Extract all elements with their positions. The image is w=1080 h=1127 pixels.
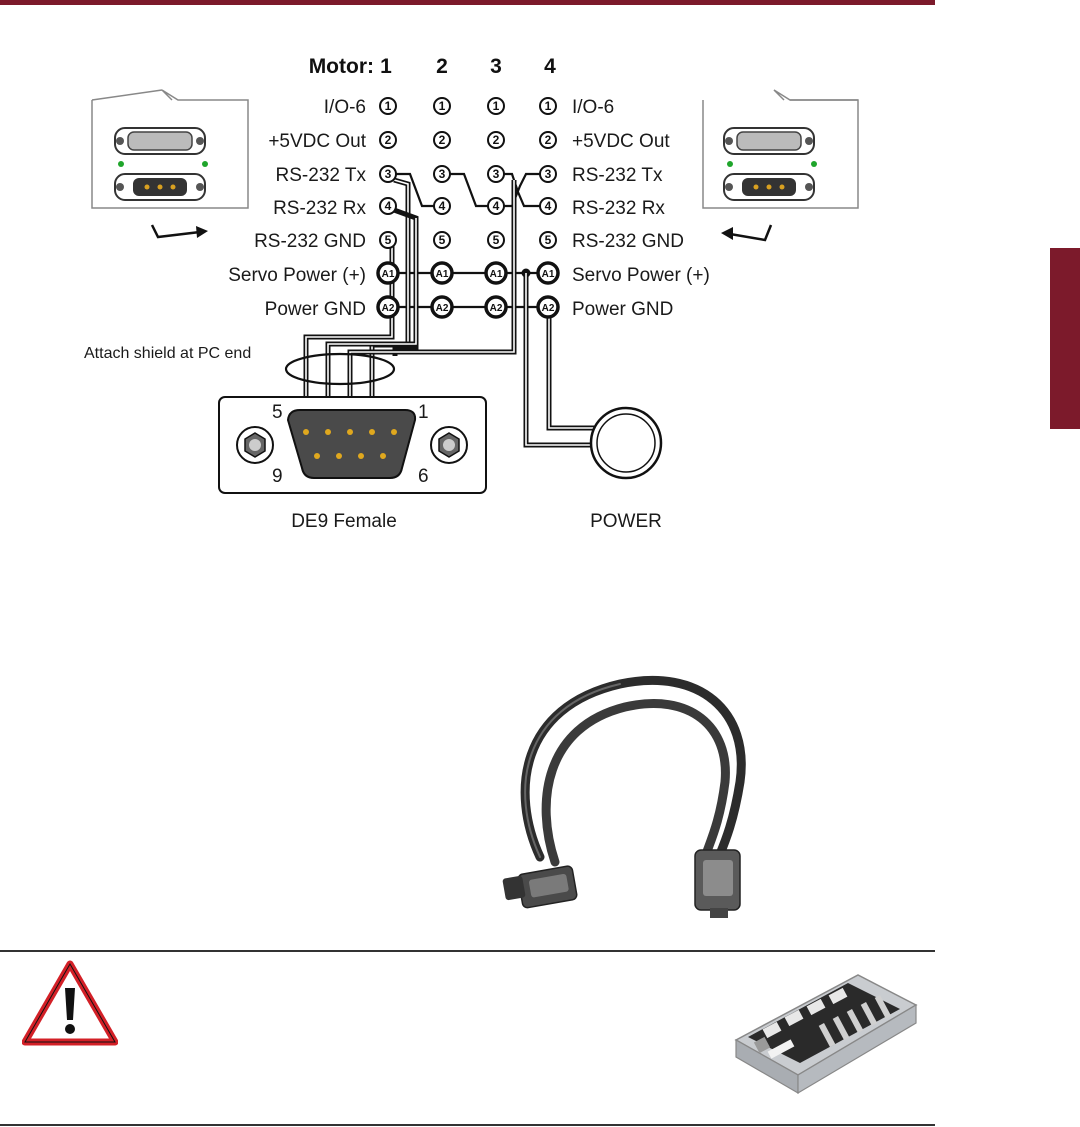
de9-female-connector: 5 1 9 6 [218, 396, 487, 494]
de9-pin-label-5: 5 [272, 402, 283, 423]
right-label-tx: RS-232 Tx [572, 165, 663, 186]
svg-text:2: 2 [439, 133, 446, 147]
svg-text:2: 2 [493, 133, 500, 147]
left-label-5vdc: +5VDC Out [268, 131, 366, 152]
svg-text:1: 1 [385, 99, 392, 113]
chapter-side-tab [1050, 248, 1080, 429]
svg-text:A1: A1 [436, 269, 449, 280]
svg-text:A2: A2 [542, 303, 555, 314]
de9-pin-label-6: 6 [418, 466, 429, 487]
pin-column-motor-4: 1 2 3 4 5 A1 A2 [536, 97, 560, 319]
interface-board-photo [734, 974, 918, 1095]
svg-text:2: 2 [545, 133, 552, 147]
left-label-io6: I/O-6 [324, 97, 366, 118]
svg-text:2: 2 [385, 133, 392, 147]
motor-number-1: 1 [380, 55, 392, 78]
svg-text:1: 1 [493, 99, 500, 113]
svg-text:1: 1 [439, 99, 446, 113]
right-label-rx: RS-232 Rx [572, 198, 665, 219]
svg-text:3: 3 [439, 167, 446, 181]
svg-text:4: 4 [439, 199, 446, 213]
svg-text:4: 4 [493, 199, 500, 213]
section-divider-top [0, 950, 935, 952]
svg-text:5: 5 [493, 233, 500, 247]
warning-triangle-icon [22, 960, 118, 1046]
pin-column-motor-2: 1 2 3 4 5 A1 A2 [430, 97, 454, 319]
motor-number-3: 3 [490, 55, 502, 78]
svg-text:3: 3 [545, 167, 552, 181]
left-label-tx: RS-232 Tx [276, 165, 367, 186]
svg-text:3: 3 [493, 167, 500, 181]
motor-number-2: 2 [436, 55, 448, 78]
wiring-diagram: Motor: 1 2 3 4 I/O-6 +5VDC Out RS-232 Tx… [84, 55, 859, 532]
svg-text:A2: A2 [382, 303, 395, 314]
right-label-5vdc: +5VDC Out [572, 131, 670, 152]
de9-caption: DE9 Female [291, 511, 397, 532]
right-label-gnd: RS-232 GND [572, 231, 684, 252]
cable-shield-ellipse [284, 352, 396, 386]
svg-text:4: 4 [545, 199, 552, 213]
power-wires [523, 273, 594, 448]
svg-text:A2: A2 [490, 303, 503, 314]
power-caption: POWER [590, 511, 662, 532]
motor-header-label: Motor: [309, 55, 374, 78]
left-label-gnd: RS-232 GND [254, 231, 366, 252]
power-connector [589, 406, 663, 480]
motor-number-4: 4 [544, 55, 556, 78]
shield-note: Attach shield at PC end [84, 345, 251, 362]
svg-text:5: 5 [385, 233, 392, 247]
svg-text:5: 5 [439, 233, 446, 247]
svg-text:A1: A1 [542, 269, 555, 280]
left-label-rx: RS-232 Rx [273, 198, 366, 219]
svg-text:5: 5 [545, 233, 552, 247]
svg-text:1: 1 [545, 99, 552, 113]
pin-column-motor-1: 1 2 3 4 5 A1 A2 [376, 97, 400, 319]
svg-text:A2: A2 [436, 303, 449, 314]
left-label-servo-power: Servo Power (+) [228, 265, 366, 286]
de9-pin-label-9: 9 [272, 466, 283, 487]
top-rule [0, 0, 935, 5]
svg-text:4: 4 [385, 199, 392, 213]
left-label-power-gnd: Power GND [265, 299, 366, 320]
right-label-servo-power: Servo Power (+) [572, 265, 710, 286]
right-label-power-gnd: Power GND [572, 299, 673, 320]
left-motor-unit [91, 89, 249, 239]
svg-text:A1: A1 [490, 269, 503, 280]
pin-column-motor-3: 1 2 3 4 5 A1 A2 [484, 97, 508, 319]
svg-text:A1: A1 [382, 269, 395, 280]
section-divider-bottom [0, 1124, 935, 1126]
de9-pin-label-1: 1 [418, 402, 429, 423]
cable-photo [502, 675, 746, 918]
right-motor-unit [702, 89, 859, 242]
right-label-io6: I/O-6 [572, 97, 614, 118]
svg-text:3: 3 [385, 167, 392, 181]
